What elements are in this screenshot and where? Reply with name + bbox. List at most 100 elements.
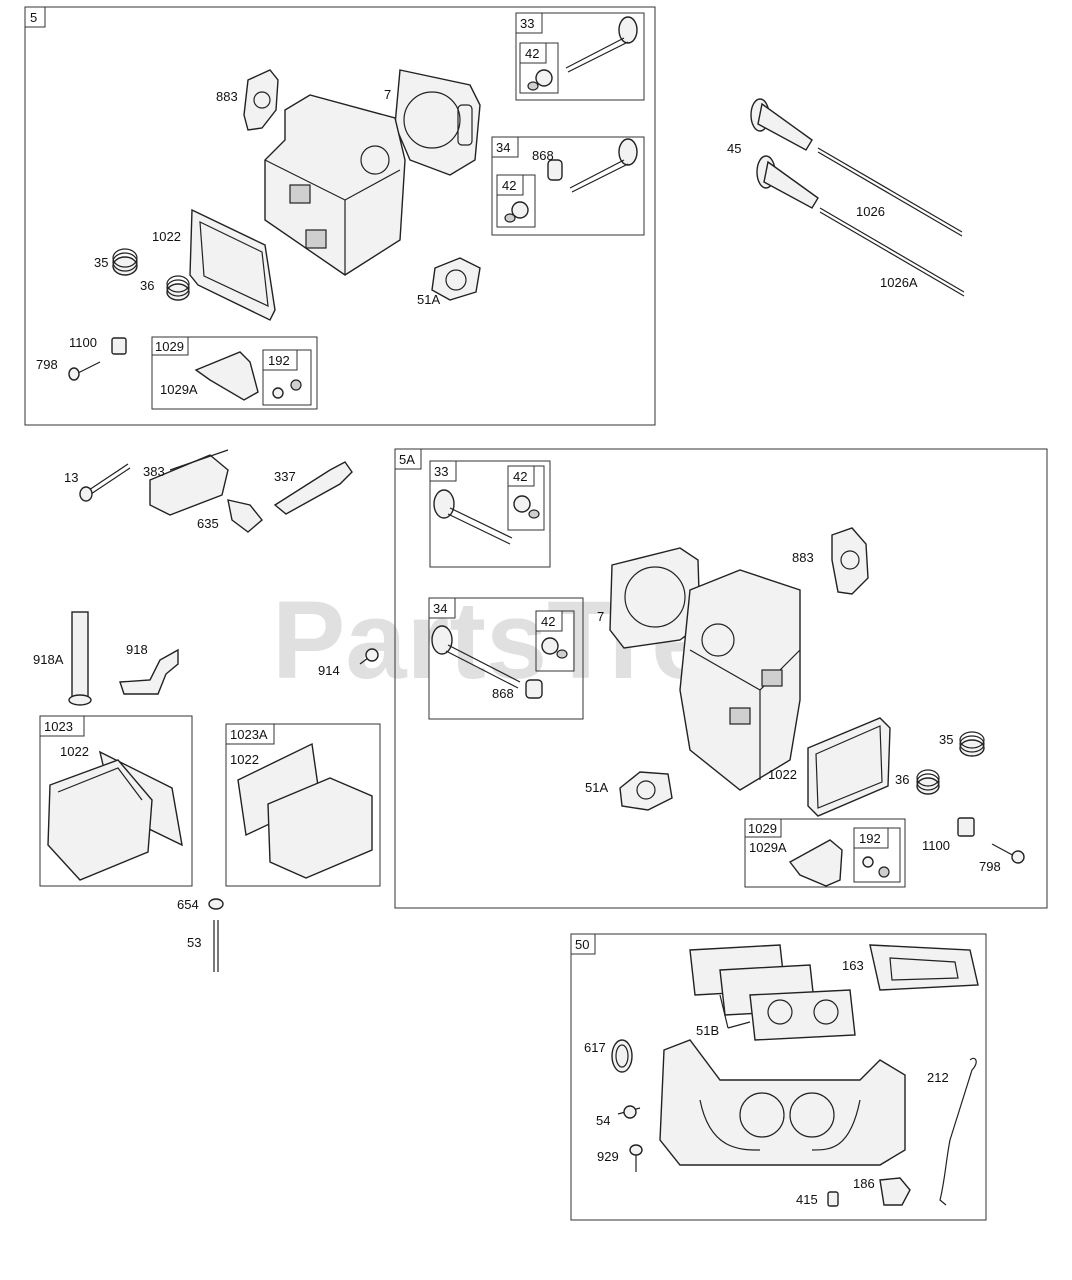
callout-35-5a: 35 — [939, 732, 953, 747]
callout-36-5a: 36 — [895, 772, 909, 787]
spring-35 — [112, 248, 138, 276]
callout-1022: 1022 — [152, 229, 181, 244]
rod-212 — [939, 1057, 977, 1206]
callout-13: 13 — [64, 470, 78, 485]
spark-plug-337 — [273, 461, 353, 515]
callout-7: 7 — [384, 87, 391, 102]
group-1023: 1023 — [39, 715, 193, 887]
group-1029-title: 1029 — [155, 339, 184, 354]
callout-1022-1023: 1022 — [60, 744, 89, 759]
fitting-415 — [827, 1191, 839, 1207]
group-5a-42-title: 42 — [513, 469, 527, 484]
group-5-tag — [24, 6, 46, 28]
callout-54: 54 — [596, 1113, 610, 1128]
callout-415: 415 — [796, 1192, 818, 1207]
rocker-cover-1023 — [47, 759, 153, 881]
group-34-title: 34 — [496, 140, 510, 155]
gasket-163 — [869, 944, 979, 991]
callout-868: 868 — [532, 148, 554, 163]
group-5a: 5A 33 42 34 42 1029 192 — [394, 448, 1048, 909]
callout-1100-5a: 1100 — [922, 838, 950, 853]
callout-383: 383 — [143, 464, 165, 479]
rocker-cover-1023a — [267, 777, 373, 879]
group-50-title: 50 — [575, 937, 589, 952]
callout-337: 337 — [274, 469, 296, 484]
group-50: 50 — [570, 933, 987, 1221]
valve-guide-868 — [547, 159, 563, 181]
rocker-stud-1100 — [111, 337, 127, 355]
push-rod-1026 — [817, 147, 963, 233]
callout-798: 798 — [36, 357, 58, 372]
head-gasket-7 — [394, 69, 481, 176]
group-5a-33-title: 33 — [434, 464, 448, 479]
group-5a-1029-title: 1029 — [748, 821, 777, 836]
callout-51b: 51B — [696, 1023, 719, 1038]
tube-918a — [71, 611, 89, 701]
group-5-frame — [24, 6, 656, 426]
o-ring-617 — [611, 1039, 633, 1073]
callout-918: 918 — [126, 642, 148, 657]
callout-635: 635 — [197, 516, 219, 531]
push-rod-1026a — [819, 207, 965, 293]
group-42b-title: 42 — [502, 178, 516, 193]
rocker-arm-1029a — [194, 351, 259, 401]
group-1023-title: 1023 — [44, 719, 73, 734]
nut-654 — [208, 898, 224, 910]
spring-36 — [166, 275, 190, 301]
cylinder-head — [264, 94, 406, 276]
callout-868-5a: 868 — [492, 686, 514, 701]
group-5: 5 33 42 34 42 1029 192 — [24, 6, 656, 426]
bolt-13 — [85, 463, 129, 493]
callout-798-5a: 798 — [979, 859, 1001, 874]
valve-seal-42 — [535, 69, 553, 87]
group-1023a-title: 1023A — [230, 727, 268, 742]
group-42-title: 42 — [525, 46, 539, 61]
callout-53: 53 — [187, 935, 201, 950]
ignition-armature-383 — [149, 454, 229, 516]
callout-883: 883 — [216, 89, 238, 104]
group-1023-frame — [39, 715, 193, 887]
group-34-frame — [491, 136, 645, 236]
exhaust-gasket-883 — [243, 69, 279, 131]
callout-51a: 51A — [417, 292, 440, 307]
rocker-gasket-1022 — [189, 208, 276, 321]
callout-1029a: 1029A — [160, 382, 198, 397]
callout-36: 36 — [140, 278, 154, 293]
group-5a-34-title: 34 — [433, 601, 447, 616]
group-50-frame — [570, 933, 987, 1221]
callout-212: 212 — [927, 1070, 949, 1085]
callout-1022-1023a: 1022 — [230, 752, 259, 767]
valve-33 — [618, 16, 638, 44]
callout-1026a: 1026A — [880, 275, 918, 290]
elbow-fitting-186 — [879, 1177, 911, 1206]
callout-1100: 1100 — [69, 335, 97, 350]
callout-617: 617 — [584, 1040, 606, 1055]
group-33-title: 33 — [520, 16, 534, 31]
group-5a-title: 5A — [399, 452, 415, 467]
callout-914: 914 — [318, 663, 340, 678]
plug-boot-635 — [227, 499, 263, 533]
leader-lines — [719, 994, 751, 1029]
group-33-frame — [515, 12, 645, 101]
group-5a-42b-title: 42 — [541, 614, 555, 629]
callout-1029a-5a: 1029A — [749, 840, 787, 855]
callout-163: 163 — [842, 958, 864, 973]
callout-51a-5a: 51A — [585, 780, 608, 795]
group-1029-frame — [151, 336, 318, 410]
callout-929: 929 — [597, 1149, 619, 1164]
group-5-title: 5 — [30, 10, 37, 25]
callout-7-5a: 7 — [597, 609, 604, 624]
group-192-title: 192 — [268, 353, 290, 368]
callout-labels: 883 7 868 1022 35 36 51A 1100 798 1029A … — [33, 87, 1001, 1207]
group-1023a-frame — [225, 723, 381, 887]
callout-1026: 1026 — [856, 204, 885, 219]
callout-45: 45 — [727, 141, 741, 156]
callout-1022-5a: 1022 — [768, 767, 797, 782]
intake-gasket-51a — [431, 257, 481, 301]
breather-tube-918 — [119, 648, 179, 695]
valve-34 — [618, 138, 638, 166]
callout-654: 654 — [177, 897, 199, 912]
callout-35: 35 — [94, 255, 108, 270]
group-5a-frame — [394, 448, 1048, 909]
